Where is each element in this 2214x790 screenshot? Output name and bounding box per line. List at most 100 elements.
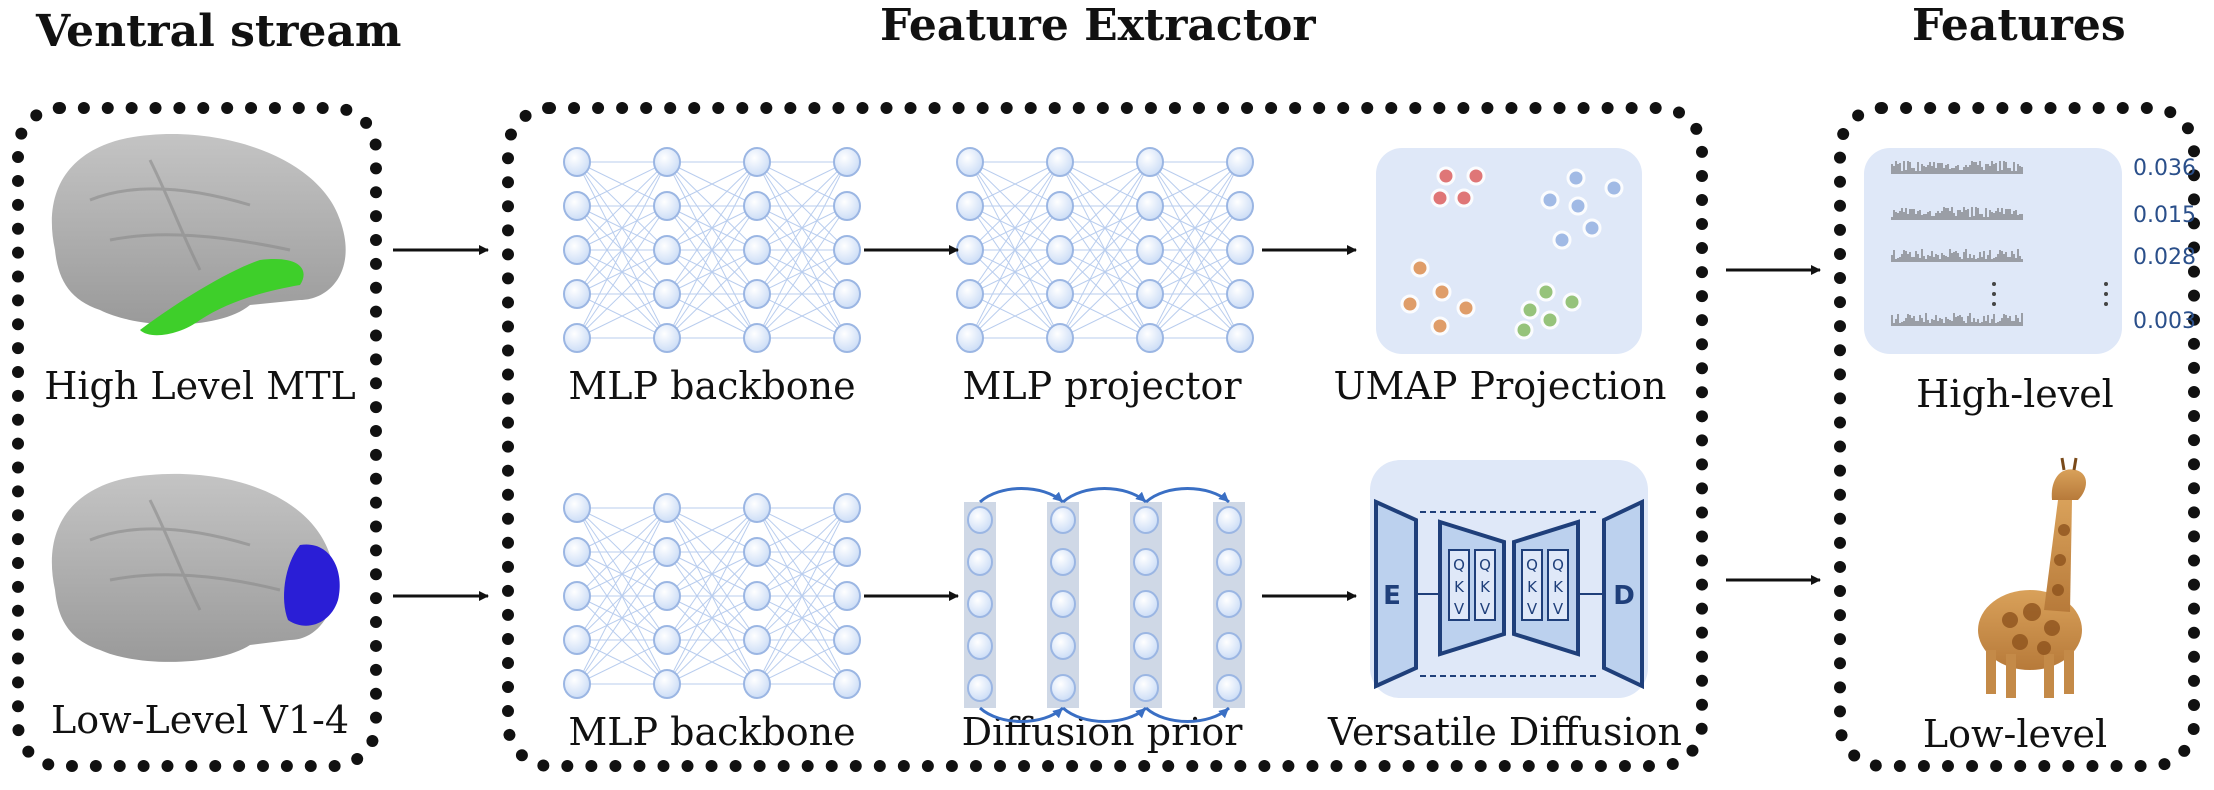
umap-point <box>1430 316 1450 336</box>
network-node <box>653 625 681 655</box>
qkv-letter: Q <box>1453 556 1465 574</box>
mlp-backbone-label-top: MLP backbone <box>568 364 856 408</box>
feature-value-2: 0.015 <box>2133 203 2196 228</box>
network-node <box>833 493 861 523</box>
network-node <box>563 235 591 265</box>
network-node <box>833 147 861 177</box>
umap-panel <box>1376 148 1642 354</box>
network-node <box>1133 674 1159 702</box>
umap-point <box>1604 178 1624 198</box>
network-node <box>967 674 993 702</box>
network-node <box>653 191 681 221</box>
network-node <box>833 669 861 699</box>
network-node <box>833 323 861 353</box>
network-node <box>1046 147 1074 177</box>
umap-point <box>1582 218 1602 238</box>
network-node <box>1216 548 1242 576</box>
network-node <box>743 669 771 699</box>
network-node <box>1046 235 1074 265</box>
qkv-letter: V <box>1454 600 1465 618</box>
network-node <box>967 590 993 618</box>
network-node <box>1216 590 1242 618</box>
network-node <box>1133 506 1159 534</box>
network-node <box>563 279 591 309</box>
umap-projection-label: UMAP Projection <box>1333 364 1667 408</box>
network-node <box>563 625 591 655</box>
neural-network-diagrams <box>563 147 1254 699</box>
ventral-stream-title: Ventral stream <box>36 6 402 57</box>
umap-point <box>1562 292 1582 312</box>
diffusion-arc-bottom <box>1144 706 1231 723</box>
umap-point <box>1436 166 1456 186</box>
qkv-letter: Q <box>1479 556 1491 574</box>
mlp-projector-diagram <box>956 147 1254 353</box>
feature-extractor-title: Feature Extractor <box>880 0 1316 51</box>
qkv-letter: V <box>1553 600 1564 618</box>
network-node <box>967 632 993 660</box>
network-node <box>563 669 591 699</box>
diffusion-prior-diagram <box>964 487 1245 723</box>
features-panel <box>1834 102 2200 772</box>
network-node <box>653 235 681 265</box>
network-node <box>653 147 681 177</box>
network-node <box>743 323 771 353</box>
diffusion-arc-top <box>978 487 1065 504</box>
network-node <box>1216 632 1242 660</box>
features-title: Features <box>1912 0 2126 51</box>
low-level-v1-4-label: Low-Level V1-4 <box>50 698 350 742</box>
umap-point <box>1552 230 1572 250</box>
mlp-projector-label: MLP projector <box>962 364 1242 408</box>
network-node <box>967 506 993 534</box>
umap-point <box>1540 310 1560 330</box>
extractor-panel <box>502 102 1708 772</box>
network-node <box>1046 191 1074 221</box>
qkv-letter: K <box>1527 578 1538 596</box>
network-node <box>1050 590 1076 618</box>
network-node <box>833 279 861 309</box>
network-node <box>956 147 984 177</box>
mtl-region-icon <box>140 259 304 336</box>
qkv-letter: V <box>1480 600 1491 618</box>
network-node <box>653 581 681 611</box>
network-node <box>743 625 771 655</box>
umap-point <box>1430 188 1450 208</box>
ventral-panel <box>12 102 382 772</box>
network-node <box>653 669 681 699</box>
network-node <box>653 493 681 523</box>
high-level-feature-label: High-level <box>1916 372 2114 416</box>
qkv-letter: K <box>1553 578 1564 596</box>
network-node <box>743 147 771 177</box>
network-node <box>833 537 861 567</box>
umap-point <box>1456 298 1476 318</box>
umap-point <box>1540 190 1560 210</box>
network-node <box>1050 548 1076 576</box>
network-node <box>653 279 681 309</box>
feature-value-3: 0.028 <box>2133 245 2196 270</box>
network-node <box>743 493 771 523</box>
network-node <box>563 493 591 523</box>
mlp-backbone-top-diagram <box>563 147 861 353</box>
network-node <box>1216 506 1242 534</box>
qkv-letter: Q <box>1526 556 1538 574</box>
low-level-feature-label: Low-level <box>1922 712 2108 756</box>
network-node <box>967 548 993 576</box>
flow-arrows <box>393 245 1821 601</box>
network-node <box>1226 279 1254 309</box>
brain-high-level-icon <box>51 134 346 336</box>
network-node <box>956 235 984 265</box>
qkv-letter: Q <box>1552 556 1564 574</box>
network-node <box>1226 323 1254 353</box>
diffusion-arc-top <box>1144 487 1231 504</box>
network-node <box>563 323 591 353</box>
network-node <box>1133 548 1159 576</box>
network-node <box>563 147 591 177</box>
network-node <box>956 279 984 309</box>
feature-vector-rows <box>1891 161 2023 326</box>
high-level-mtl-label: High Level MTL <box>44 364 356 408</box>
mlp-backbone-label-bottom: MLP backbone <box>568 710 856 754</box>
umap-point <box>1400 294 1420 314</box>
network-node <box>833 191 861 221</box>
network-node <box>563 191 591 221</box>
